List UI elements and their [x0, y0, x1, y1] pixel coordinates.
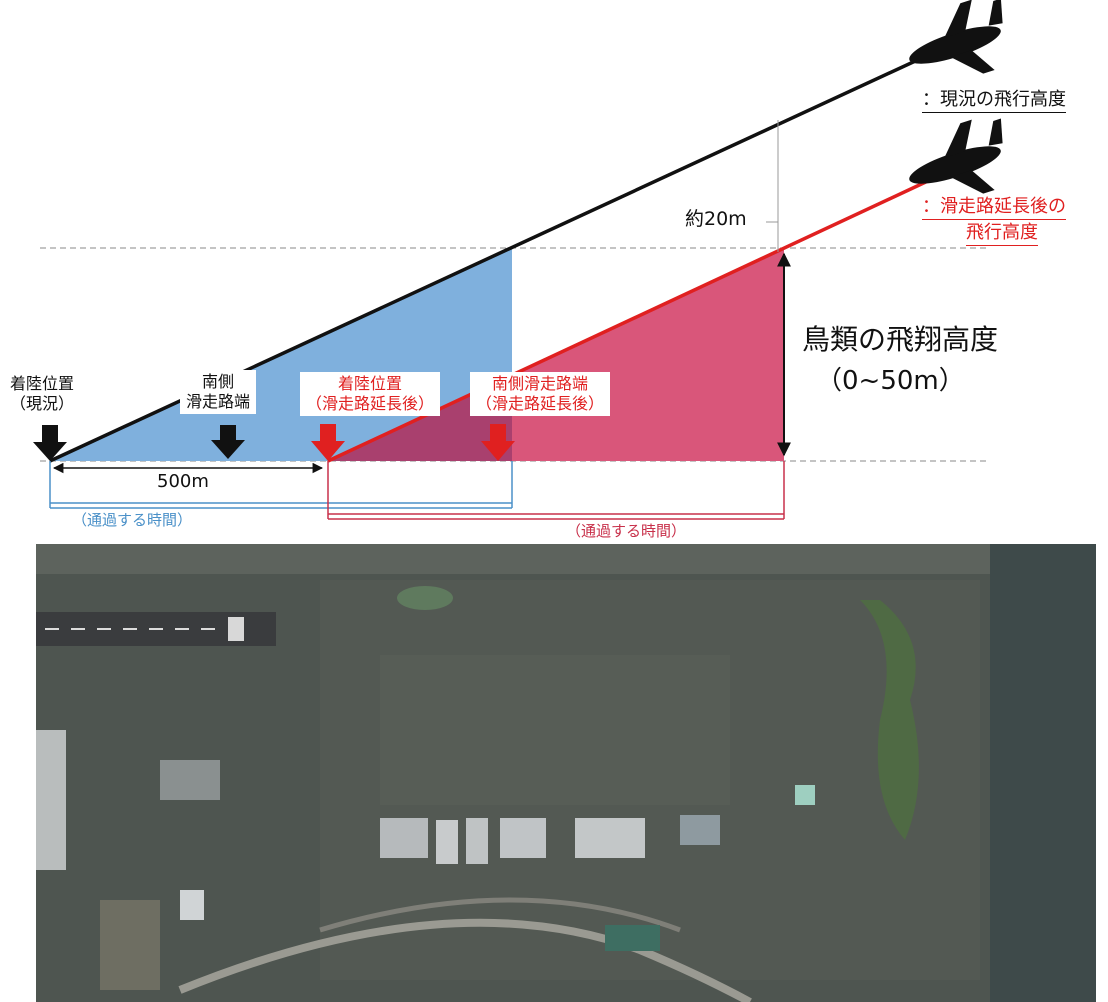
airplane-icon: [909, 0, 1003, 74]
legend-current-altitude: ：現況の飛行高度: [922, 89, 1066, 113]
down-arrow-icon: [33, 425, 67, 461]
distance-label: 500m: [157, 471, 209, 492]
red-time-bracket: [327, 461, 785, 520]
south-end-line2: 滑走路端: [186, 392, 251, 411]
down-arrow-icon: [311, 424, 345, 461]
south-end-label: 南側 滑走路端: [180, 370, 257, 414]
down-arrow-icon: [211, 425, 245, 459]
pass-time-red-label: （通過する時間）: [566, 522, 687, 540]
landing-extended-line2: （滑走路延長後）: [306, 394, 435, 413]
south-end-extended-label: 南側滑走路端 （滑走路延長後）: [470, 372, 611, 416]
bird-height-range: （0~50m）: [816, 366, 965, 396]
landing-current-label: 着陸位置 （現況）: [10, 374, 74, 414]
bird-height-title: 鳥類の飛翔高度: [802, 323, 999, 356]
down-arrow-icon: [481, 424, 515, 461]
south-end-extended-line1: 南側滑走路端: [492, 374, 589, 393]
height-diff-label: 約20m: [685, 208, 747, 230]
landing-extended-label: 着陸位置 （滑走路延長後）: [300, 372, 441, 416]
landing-current-line2: （現況）: [10, 394, 75, 413]
blue-time-bracket: [49, 461, 513, 509]
aerial-photo-airport: [36, 544, 1096, 1002]
legend-extended-altitude-line2: 飛行高度: [966, 222, 1038, 246]
legend-extended-altitude-line1: ：滑走路延長後の: [922, 196, 1066, 220]
landing-current-line1: 着陸位置: [10, 374, 75, 393]
south-end-extended-line2: （滑走路延長後）: [476, 394, 605, 413]
south-end-line1: 南側: [202, 372, 235, 391]
airplane-icon: [909, 118, 1003, 194]
landing-extended-line1: 着陸位置: [338, 374, 403, 393]
pass-time-blue-label: （通過する時間）: [72, 511, 193, 529]
